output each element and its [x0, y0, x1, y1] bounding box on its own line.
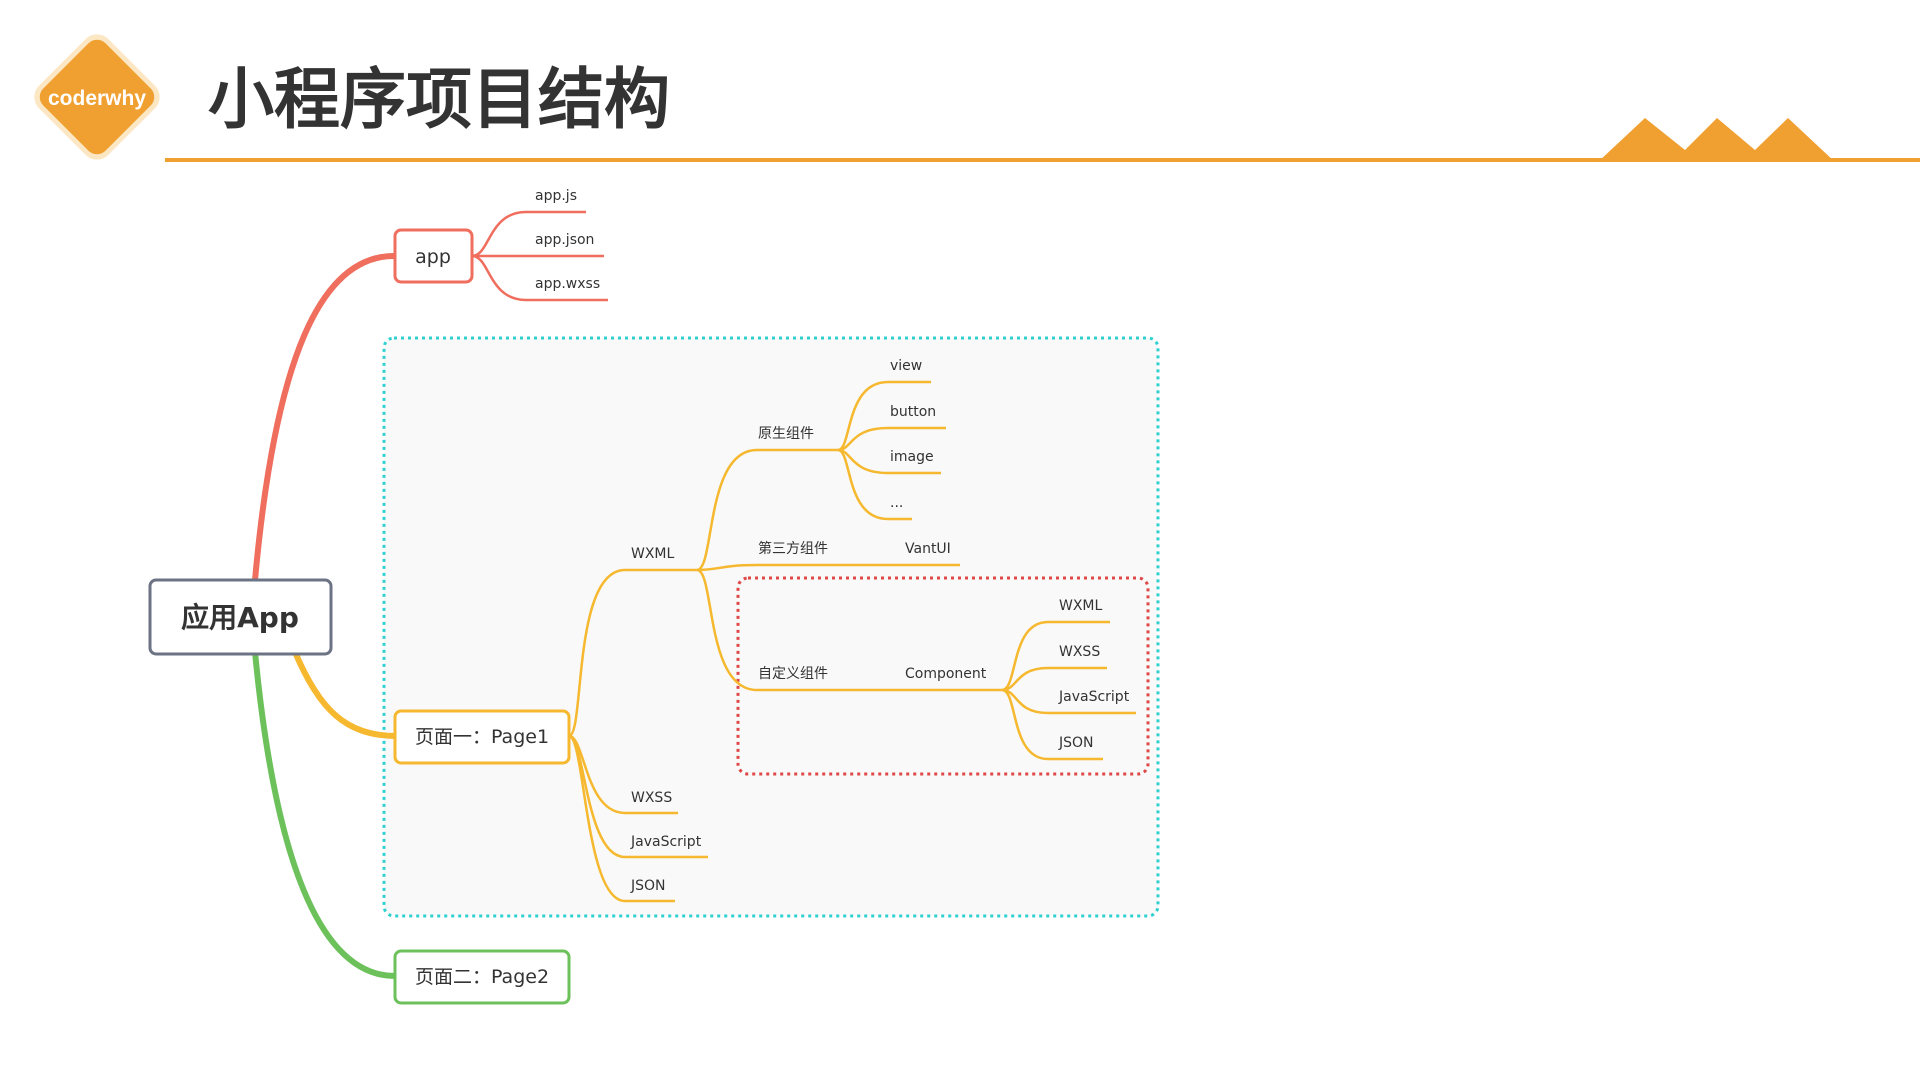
leaf-component: Component: [905, 666, 987, 682]
line-button: [837, 426, 946, 452]
leaf-comp-javascript: JavaScript: [1058, 689, 1130, 705]
node-page2[interactable]: 页面二：Page2: [393, 949, 571, 1005]
leaf-json: JSON: [630, 878, 666, 894]
leaf-ellipsis: ...: [890, 495, 903, 511]
node-app-label: app: [415, 246, 451, 268]
page-title: 小程序项目结构: [208, 61, 670, 138]
node-page2-label: 页面二：Page2: [415, 966, 549, 988]
leaf-javascript: JavaScript: [630, 834, 702, 850]
leaf-wxss: WXSS: [631, 790, 672, 806]
line-view: [837, 380, 931, 452]
logo: coderwhy: [34, 34, 160, 160]
leaf-view: view: [890, 358, 922, 374]
line-wxml: [568, 568, 697, 738]
leaf-wxml: WXML: [631, 546, 675, 562]
line-native: [696, 448, 838, 572]
line-json: [568, 734, 675, 903]
leaf-comp-json: JSON: [1058, 735, 1094, 751]
leaf-vantui: VantUI: [905, 541, 951, 557]
leaf-button: button: [890, 404, 936, 420]
line-third-party: [696, 563, 960, 572]
leaf-third-party-components: 第三方组件: [758, 540, 828, 557]
line-ellipsis: [837, 448, 912, 521]
node-root[interactable]: 应用App: [148, 578, 333, 656]
page1-group-box: [382, 336, 1160, 918]
node-app[interactable]: app: [393, 228, 474, 284]
leaf-app-js: app.js: [535, 188, 577, 204]
leaf-image: image: [890, 449, 934, 465]
branch-root-page2: [252, 649, 398, 979]
logo-text: coderwhy: [48, 87, 146, 110]
leaf-comp-wxml: WXML: [1059, 598, 1103, 614]
header-underline: [165, 158, 1920, 162]
line-app-wxss: [471, 254, 608, 302]
custom-component-box: [736, 576, 1150, 776]
branch-root-app: [252, 252, 398, 583]
leaf-comp-wxss: WXSS: [1059, 644, 1100, 660]
leaf-app-wxss: app.wxss: [535, 276, 600, 292]
branch-root-page1: [292, 649, 398, 739]
leaf-custom-components: 自定义组件: [758, 666, 828, 682]
line-app-js: [471, 210, 586, 258]
line-custom: [696, 568, 1002, 692]
node-root-label: 应用App: [181, 601, 299, 634]
line-comp-json: [1001, 688, 1103, 761]
node-page1-label: 页面一：Page1: [415, 726, 549, 748]
leaf-app-json: app.json: [535, 232, 594, 248]
line-comp-wxss: [1001, 666, 1107, 692]
leaf-native-components: 原生组件: [758, 426, 814, 442]
line-comp-wxml: [1001, 620, 1110, 692]
node-page1[interactable]: 页面一：Page1: [393, 709, 571, 765]
mountain-decoration: [1598, 118, 1835, 162]
